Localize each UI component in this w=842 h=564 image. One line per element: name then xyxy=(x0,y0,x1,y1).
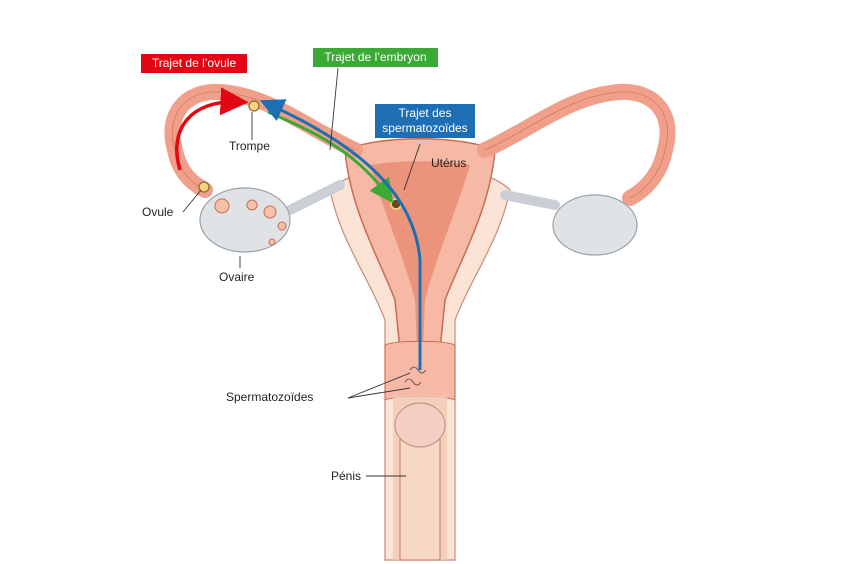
follicle xyxy=(246,199,258,211)
follicle xyxy=(263,205,277,219)
sperm-path-callout: Trajet des spermatozoïdes xyxy=(375,104,475,138)
glans xyxy=(394,402,446,448)
right-ligament xyxy=(500,190,560,210)
ovule-cell xyxy=(198,181,210,193)
fertilized-egg xyxy=(248,100,260,112)
follicle xyxy=(214,198,230,214)
right-ovary xyxy=(552,194,638,256)
ovule-path-arrow xyxy=(175,87,249,171)
sperm-path-arrow xyxy=(259,99,422,370)
label-spermatozoides: Spermatozoïdes xyxy=(226,390,314,404)
follicle xyxy=(268,238,276,246)
label-uterus: Utérus xyxy=(431,156,467,170)
right-fallopian-tube xyxy=(477,83,676,206)
embryo-path-callout: Trajet de l’embryon xyxy=(313,48,438,67)
leader-lines xyxy=(182,67,421,477)
ovule-path-callout: Trajet de l’ovule xyxy=(141,54,247,73)
left-ovary xyxy=(199,187,291,253)
label-trompe: Trompe xyxy=(229,139,270,153)
label-ovaire: Ovaire xyxy=(219,270,255,284)
follicle xyxy=(277,221,287,231)
sperm-path-callout-line1: Trajet des xyxy=(398,106,452,120)
sperm-path-callout-line2: spermatozoïdes xyxy=(382,121,468,135)
label-ovule: Ovule xyxy=(142,205,174,219)
left-ligament xyxy=(285,180,345,215)
label-penis: Pénis xyxy=(331,469,362,483)
sperm-cells xyxy=(404,366,427,386)
